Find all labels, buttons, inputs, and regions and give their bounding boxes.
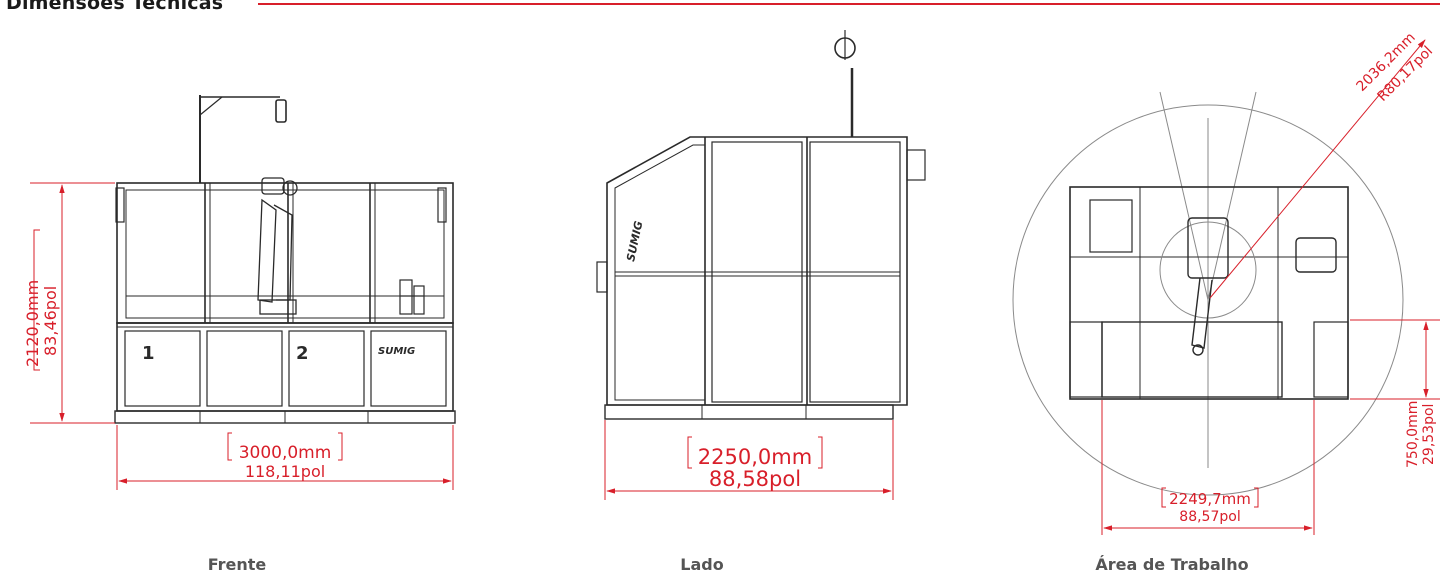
brand-logo-front: SUMIG [378, 346, 415, 357]
side-outline [606, 136, 908, 406]
page-title: Dimensões Técnicas [6, 0, 224, 14]
work-depth-in: 29,53pol [1421, 404, 1437, 465]
station-1-label: 1 [142, 343, 155, 364]
robot-arm-top [1187, 217, 1337, 356]
reach-circle [1012, 104, 1404, 496]
front-upper-frame [116, 182, 454, 324]
robot-arm-front [257, 177, 298, 315]
work-table [1069, 186, 1349, 400]
torch-front [399, 279, 425, 315]
side-view [596, 30, 926, 420]
work-width-in: 88,57pol [1179, 509, 1240, 525]
front-height-dimension [30, 182, 115, 424]
work-width-mm: 2249,7mm [1169, 490, 1251, 508]
work-depth-dimension [1350, 319, 1440, 400]
side-width-dimension [604, 420, 894, 500]
front-lower-table [116, 322, 454, 412]
front-height-in: 83,46pol [41, 286, 60, 356]
radius-dimension [1209, 39, 1426, 299]
brand-logo-side: SUMIG [624, 220, 645, 263]
station-2-label: 2 [296, 343, 309, 364]
front-view-caption: Frente [207, 555, 267, 574]
front-width-mm: 3000,0mm [239, 443, 332, 463]
front-width-in: 118,11pol [245, 462, 325, 481]
work-area-view [1012, 91, 1404, 496]
side-width-in: 88,58pol [709, 467, 801, 491]
hoist-icon [275, 99, 287, 123]
side-view-caption: Lado [680, 555, 724, 574]
front-height-mm: 2120,0mm [23, 280, 42, 367]
front-width-dimension [116, 425, 454, 490]
work-width-dimension [1101, 400, 1315, 535]
work-area-caption: Área de Trabalho [1095, 555, 1249, 574]
front-view [114, 95, 456, 424]
work-depth-mm: 750,0mm [1405, 401, 1421, 468]
title-divider [258, 3, 1440, 5]
side-width-mm: 2250,0mm [698, 445, 812, 469]
